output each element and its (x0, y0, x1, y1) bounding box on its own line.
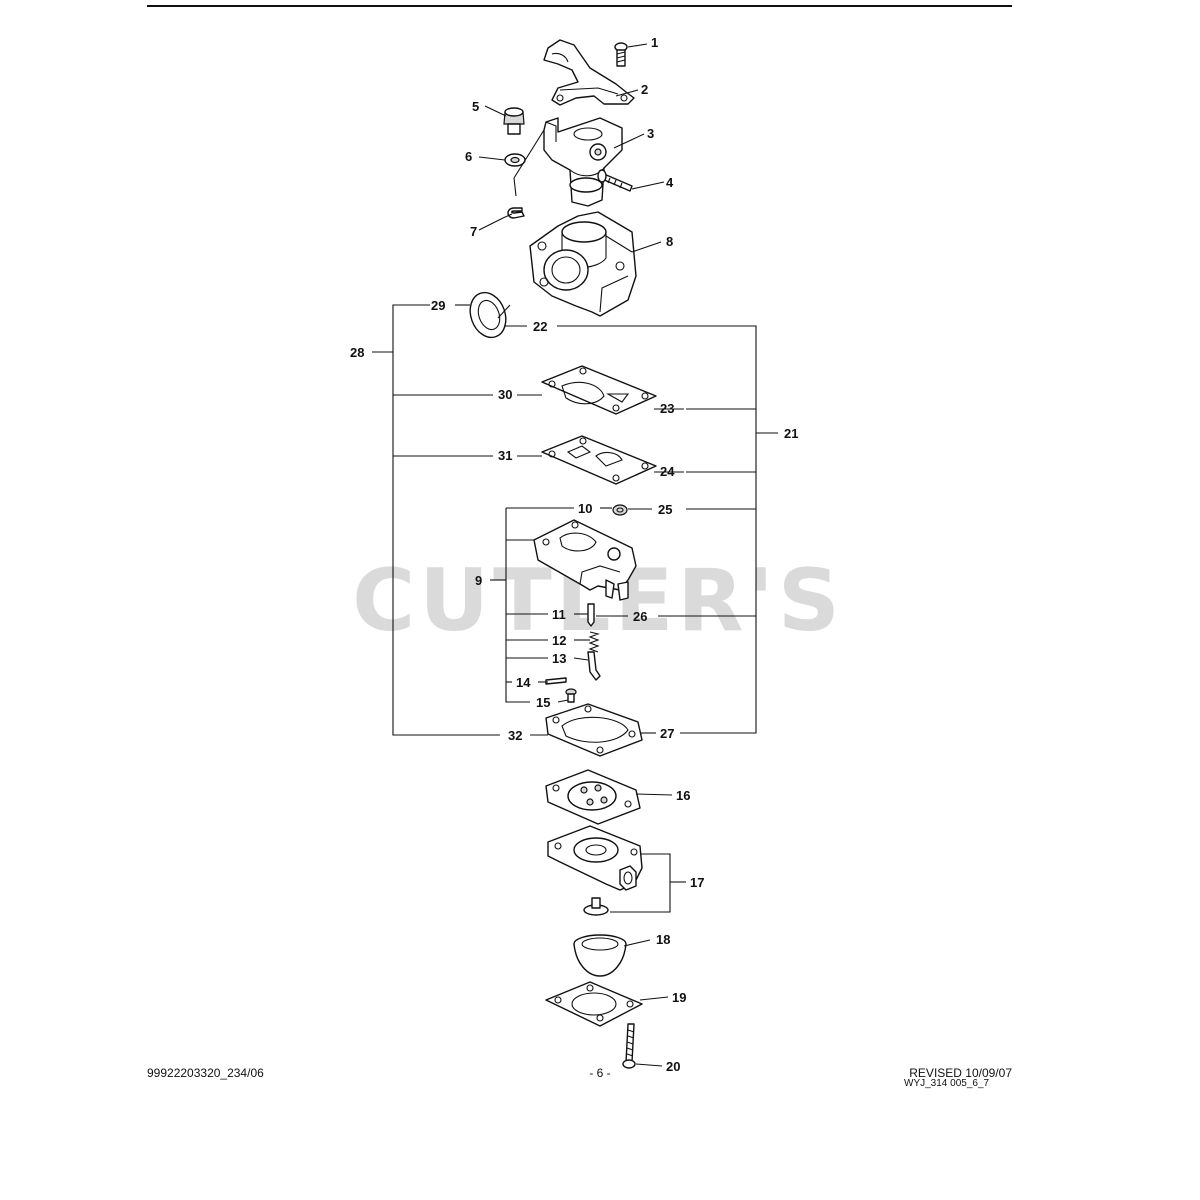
part-25-plug (612, 504, 628, 516)
part-27-gasket (545, 703, 643, 757)
part-3-throttle-body (543, 117, 623, 207)
callout-28: 28 (350, 345, 364, 360)
callout-30: 30 (498, 387, 512, 402)
callout-3: 3 (647, 126, 654, 141)
callout-9: 9 (475, 573, 482, 588)
part-7-e-clip (507, 207, 525, 219)
callout-10: 10 (578, 501, 592, 516)
callout-26: 26 (633, 609, 647, 624)
callout-13: 13 (552, 651, 566, 666)
part-9-metering-body (533, 519, 637, 601)
part-1-screw (614, 42, 628, 67)
callout-2: 2 (641, 82, 648, 97)
footer-part-number: 99922203320_234/06 (147, 1066, 264, 1080)
callout-4: 4 (666, 175, 674, 190)
part-23-gasket (541, 365, 657, 415)
callout-18: 18 (656, 932, 670, 947)
part-5-adjusting-screw (503, 107, 525, 135)
callout-labels: 1 2 3 4 5 6 7 8 9 10 11 12 13 14 15 16 1… (350, 35, 798, 1074)
part-29-seal-ring (469, 291, 507, 339)
callout-21: 21 (784, 426, 798, 441)
footer-revision-date: REVISED 10/09/07 (909, 1066, 1012, 1080)
part-17-pump-cover (547, 825, 643, 891)
part-17-check-valve (583, 897, 609, 916)
part-8-carburetor-body (529, 211, 637, 317)
callout-5: 5 (472, 99, 479, 114)
callout-8: 8 (666, 234, 673, 249)
callout-29: 29 (431, 298, 445, 313)
leader-lines (372, 43, 778, 1067)
callout-23: 23 (660, 401, 674, 416)
footer-page-number: - 6 - (589, 1066, 611, 1080)
callout-17: 17 (690, 875, 704, 890)
callout-11: 11 (552, 607, 566, 622)
part-19-bulb-retainer (545, 981, 643, 1027)
callout-22: 22 (533, 319, 547, 334)
callout-1: 1 (651, 35, 658, 50)
part-4-screw (597, 169, 633, 192)
callout-7: 7 (470, 224, 477, 239)
callout-32: 32 (508, 728, 522, 743)
part-2-throttle-lever (543, 39, 635, 106)
callout-6: 6 (465, 149, 472, 164)
part-15-screw (565, 688, 577, 703)
part-18-primer-bulb (573, 934, 627, 977)
part-20-screw (622, 1023, 636, 1069)
callout-12: 12 (552, 633, 566, 648)
callout-15: 15 (536, 695, 550, 710)
part-13-control-lever (587, 651, 601, 681)
part-6-washer (504, 153, 526, 167)
callout-16: 16 (676, 788, 690, 803)
drawing-code: WYJ_314 005_6_7 (904, 1078, 990, 1089)
top-rule (147, 5, 1012, 7)
part-12-spring (588, 631, 600, 653)
part-11-inlet-needle (587, 603, 595, 627)
callout-14: 14 (516, 675, 531, 690)
part-24-gasket (541, 435, 657, 485)
callout-20: 20 (666, 1059, 680, 1074)
callout-25: 25 (658, 502, 672, 517)
callout-24: 24 (660, 464, 675, 479)
callout-19: 19 (672, 990, 686, 1005)
part-16-diaphragm (545, 769, 641, 825)
callout-31: 31 (498, 448, 512, 463)
callout-27: 27 (660, 726, 674, 741)
part-14-pin (545, 677, 567, 685)
